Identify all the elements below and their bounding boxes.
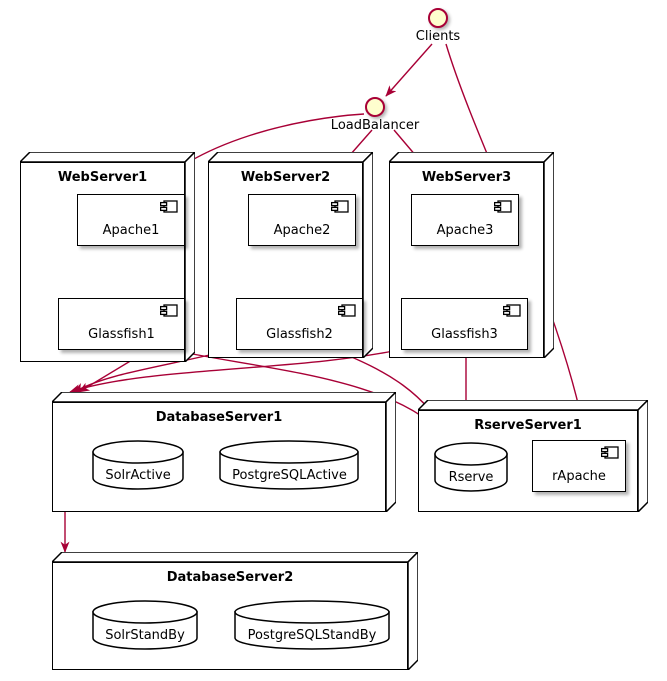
database-postgresqlstandby[interactable]: PostgreSQLStandBy [232, 600, 392, 650]
component-icon [338, 304, 356, 317]
webserver2-title: WebServer2 [240, 170, 331, 185]
webserver3-title: WebServer3 [421, 170, 512, 185]
apache1-label: Apache1 [102, 223, 160, 238]
apache2-label: Apache2 [273, 223, 331, 238]
component-rapache[interactable]: rApache [532, 440, 626, 492]
webserver1-3d-shell [20, 152, 195, 362]
solractive-label: SolrActive [105, 468, 171, 483]
cylinder-shape [234, 600, 390, 650]
glassfish1-label: Glassfish1 [88, 327, 155, 342]
component-glassfish2[interactable]: Glassfish2 [236, 298, 363, 350]
apache3-label: Apache3 [436, 223, 494, 238]
rapache-label: rApache [552, 469, 606, 484]
database-postgresqlactive[interactable]: PostgreSQLActive [217, 440, 362, 490]
solrstandby-label: SolrStandBy [105, 628, 185, 643]
component-icon [494, 200, 512, 213]
database-solractive[interactable]: SolrActive [90, 440, 186, 490]
database-rserve[interactable]: Rserve [432, 442, 510, 492]
component-icon [160, 200, 178, 213]
interface-load-balancer-label: LoadBalancer [330, 118, 420, 133]
webserver1-title: WebServer1 [57, 170, 148, 185]
node-rserveserver1[interactable]: RserveServer1 Rserve rApache [418, 400, 648, 512]
component-icon [601, 446, 619, 459]
node-webserver3[interactable]: WebServer3 Apache3 Glassfish3 [389, 152, 554, 358]
databaseserver1-title: DatabaseServer1 [155, 410, 283, 425]
rserveserver1-title: RserveServer1 [474, 418, 582, 433]
component-glassfish1[interactable]: Glassfish1 [58, 298, 185, 350]
database-solrstandby[interactable]: SolrStandBy [90, 600, 200, 650]
cylinder-shape [219, 440, 359, 490]
glassfish2-label: Glassfish2 [266, 327, 333, 342]
glassfish3-label: Glassfish3 [431, 327, 498, 342]
node-webserver2[interactable]: WebServer2 Apache2 Glassfish2 [208, 152, 373, 358]
databaseserver2-title: DatabaseServer2 [166, 570, 294, 585]
node-webserver1[interactable]: WebServer1 Apache1 Glassfish1 [20, 152, 195, 362]
component-apache3[interactable]: Apache3 [411, 194, 519, 246]
webserver3-3d-shell [389, 152, 554, 358]
load-balancer-circle-icon [365, 97, 385, 117]
edge-clients-loadbalancer [385, 43, 433, 97]
cylinder-shape [92, 600, 198, 650]
postgresqlactive-label: PostgreSQLActive [232, 468, 347, 483]
component-icon [503, 304, 521, 317]
component-apache2[interactable]: Apache2 [248, 194, 356, 246]
cylinder-shape [92, 440, 184, 490]
node-databaseserver1[interactable]: DatabaseServer1 SolrActive PostgreSQLAct… [52, 392, 396, 512]
interface-clients-label: Clients [415, 29, 461, 44]
databaseserver1-3d-shell [52, 392, 396, 512]
clients-circle-icon [428, 8, 448, 28]
postgresqlstandby-label: PostgreSQLStandBy [247, 628, 377, 643]
cylinder-shape [434, 442, 508, 492]
node-databaseserver2[interactable]: DatabaseServer2 SolrStandBy PostgreSQLSt… [52, 552, 418, 670]
component-apache1[interactable]: Apache1 [77, 194, 185, 246]
rserve-label: Rserve [448, 470, 494, 485]
component-icon [160, 304, 178, 317]
component-glassfish3[interactable]: Glassfish3 [401, 298, 528, 350]
component-icon [331, 200, 349, 213]
